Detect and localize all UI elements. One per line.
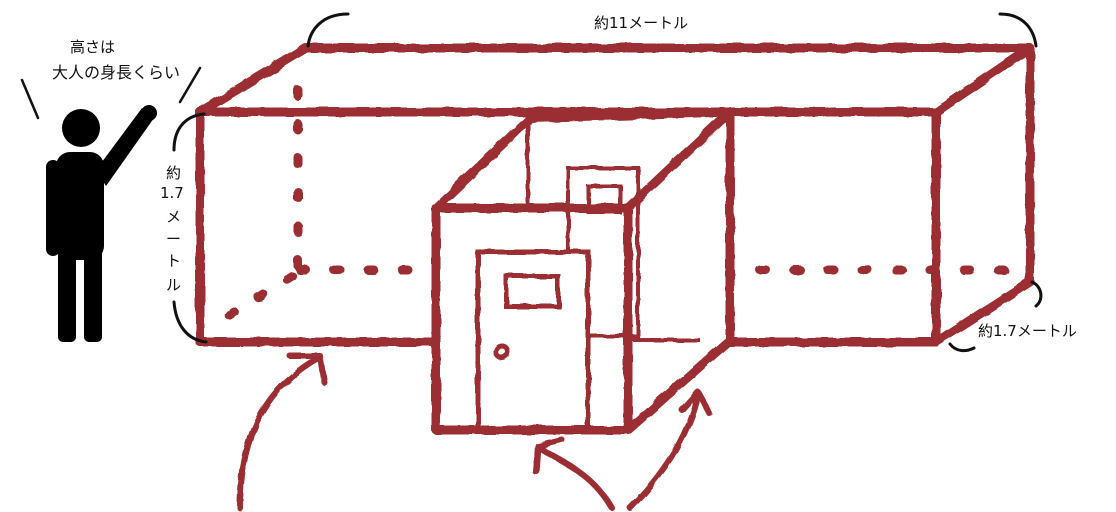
arrow-left-curve [237, 355, 321, 511]
height-label-4: ー [166, 230, 181, 248]
door-window [503, 273, 561, 309]
depth-bracket-top [1030, 280, 1043, 308]
person-raising-hand-icon [46, 105, 157, 342]
height-label-6: ル [166, 276, 181, 294]
door-knob [493, 343, 511, 361]
height-label-5: ト [166, 252, 181, 270]
entrance-structure [431, 107, 735, 435]
box-right-face [931, 43, 1035, 347]
arrow-entrance-curve [537, 445, 615, 511]
height-label-2: 1.7 [160, 184, 184, 202]
length-label: 約11メートル [594, 14, 688, 32]
height-note-line1: 高さは [70, 38, 115, 56]
height-label-1: 約 [166, 164, 181, 182]
arrows [237, 353, 713, 511]
depth-label: 約1.7メートル [978, 322, 1077, 340]
hidden-edges [223, 85, 1025, 321]
height-bracket-top [172, 112, 206, 152]
speech-slashes [20, 66, 202, 120]
dimension-brackets [172, 12, 1043, 353]
height-label-3: メ [166, 208, 181, 226]
box-top-face [195, 43, 1035, 117]
depth-bracket-bottom [948, 342, 976, 353]
height-note-line2: 大人の身長くらい [52, 63, 180, 82]
arrow-right-head [679, 389, 713, 417]
arrow-right-curve [627, 391, 701, 511]
length-bracket-right [998, 12, 1038, 48]
box-back-edge [197, 44, 309, 116]
length-bracket-left [306, 12, 350, 48]
door [475, 249, 591, 431]
inner-door-window [586, 184, 622, 214]
arrow-left-head [287, 353, 327, 385]
arrow-entrance-head [533, 437, 565, 475]
height-bracket-bottom [172, 300, 208, 344]
